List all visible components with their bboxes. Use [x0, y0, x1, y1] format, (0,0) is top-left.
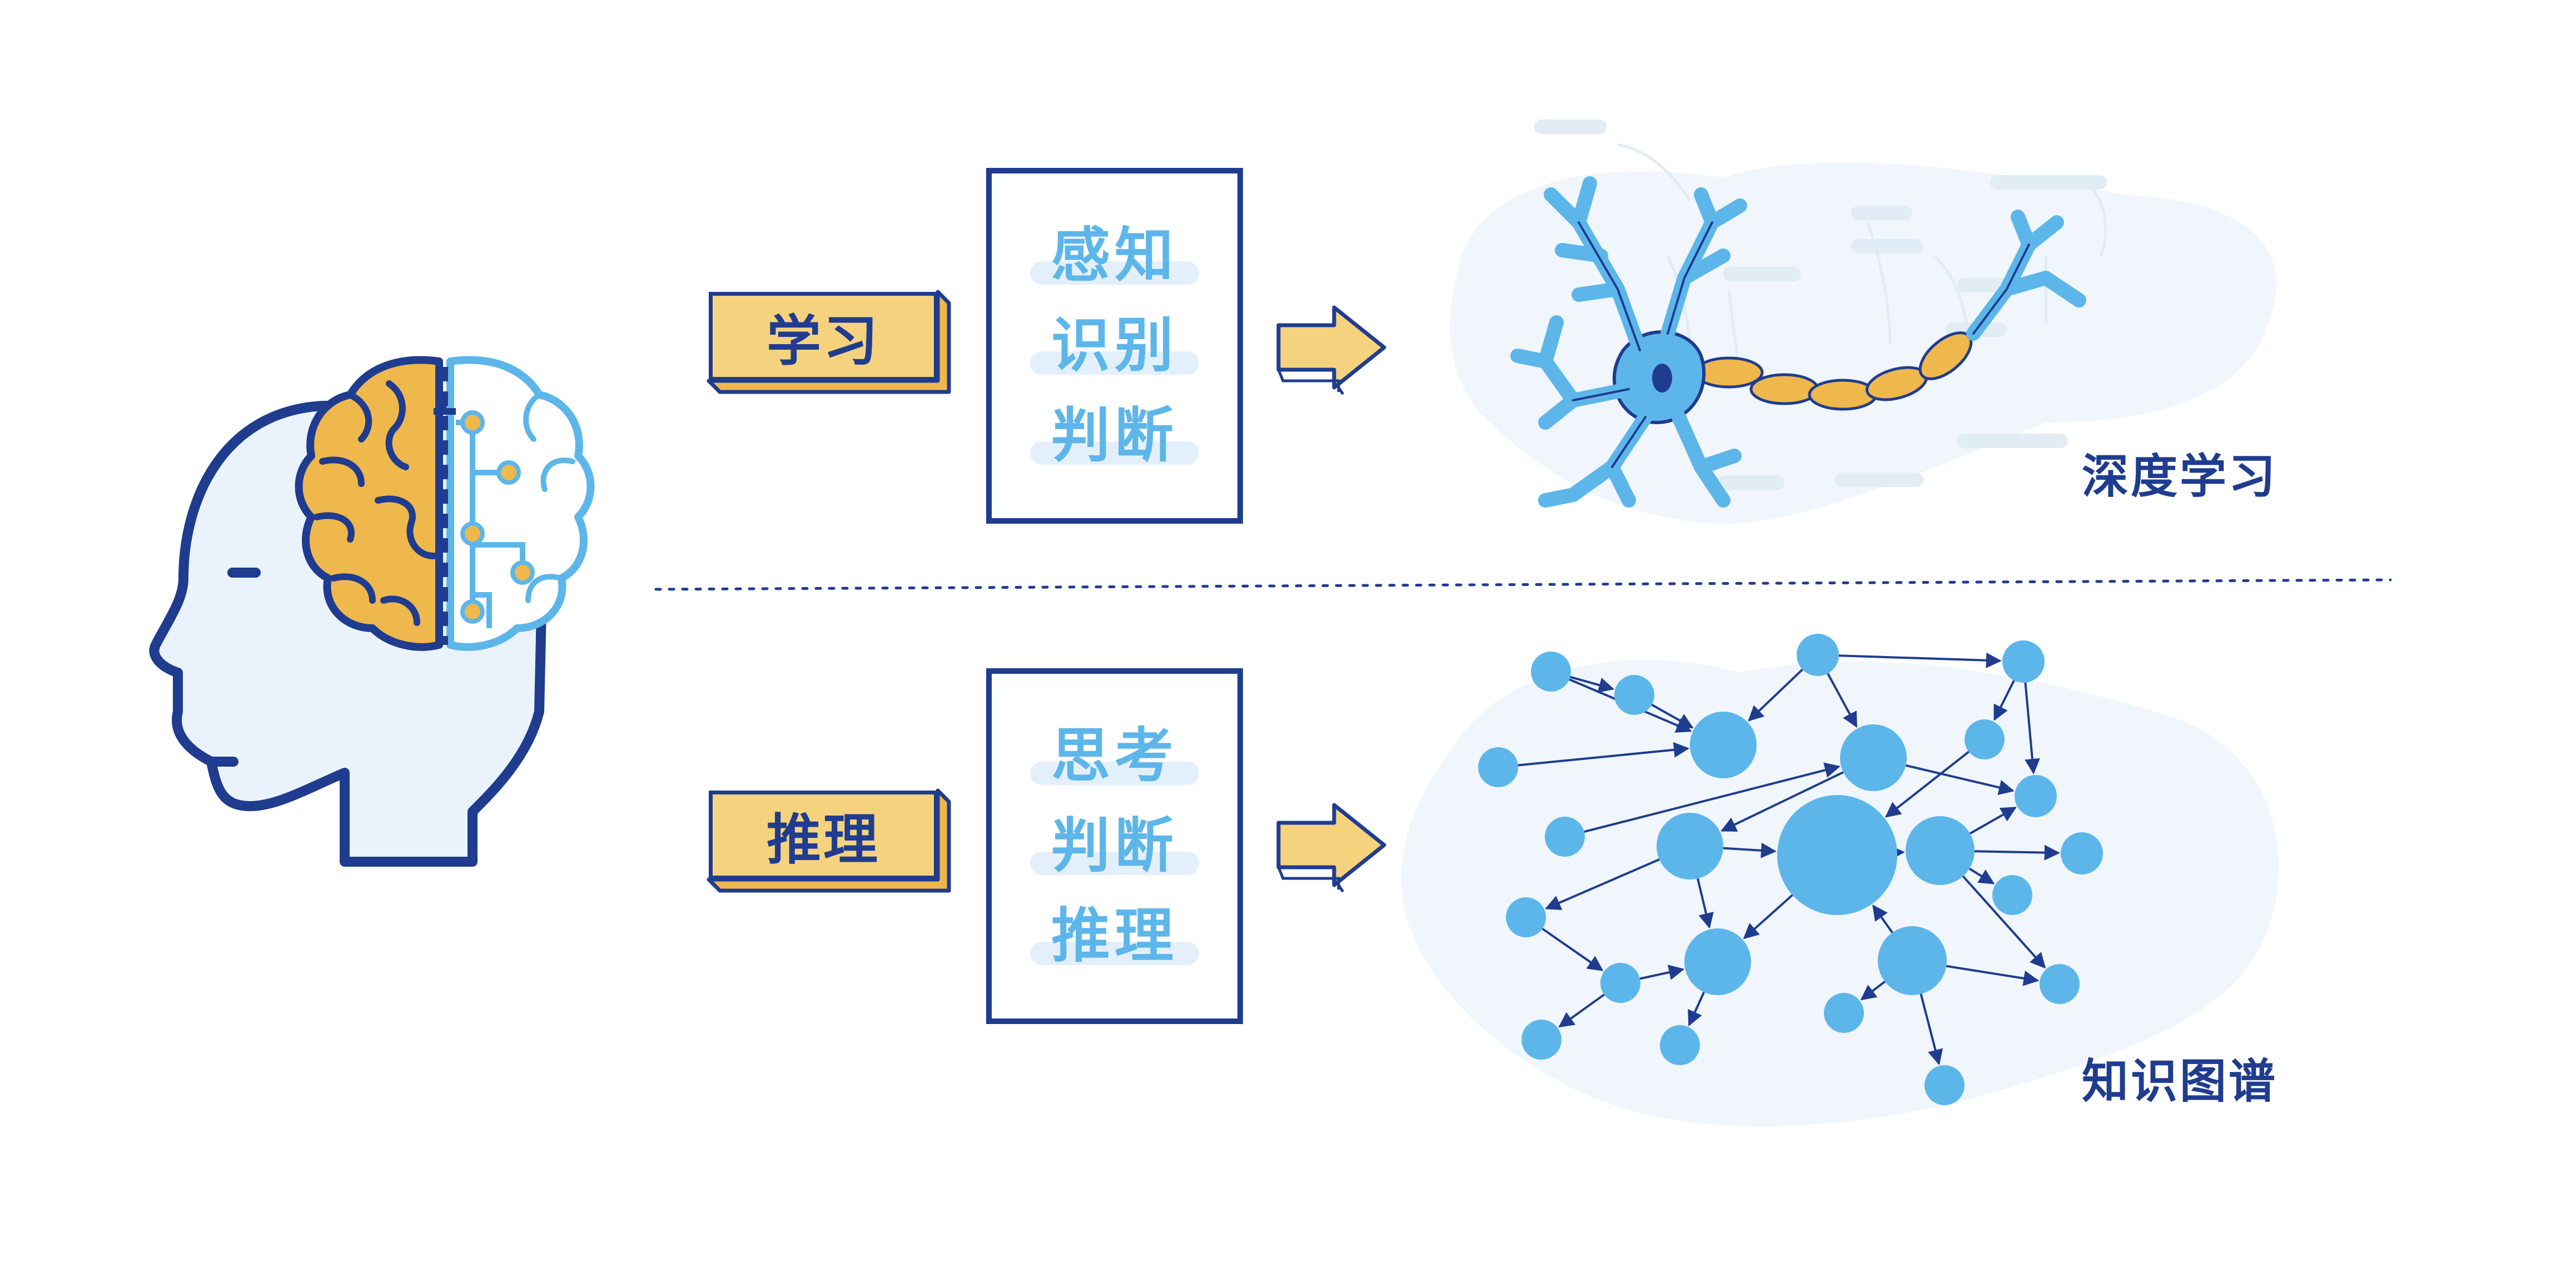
graph-edge — [1974, 844, 2060, 861]
graph-node — [1660, 1025, 1700, 1065]
graph-edge — [1688, 991, 1705, 1027]
graph-edge — [1720, 771, 1844, 832]
graph-node — [1545, 817, 1585, 857]
card-learning: 感知 识别 判断 — [986, 168, 1243, 524]
graph-edge — [1968, 867, 1995, 885]
dotted-divider — [654, 578, 2392, 591]
graph-node — [2061, 832, 2103, 874]
graph-edge — [1872, 905, 1893, 933]
graph-node — [1600, 963, 1640, 1003]
graph-edge — [1541, 927, 1604, 971]
graph-node — [1924, 1065, 1965, 1105]
graph-node — [1992, 875, 2032, 915]
graph-edge — [2024, 682, 2040, 774]
graph-node — [1657, 813, 1723, 880]
graph-edge — [1743, 894, 1793, 940]
graph-edge — [1827, 673, 1858, 728]
graph-edge — [1969, 807, 2017, 835]
graph-edge — [1651, 703, 1694, 729]
card-reasoning: 思考 判断 推理 — [986, 668, 1243, 1024]
graph-node — [1684, 928, 1751, 995]
graph-edge — [1905, 764, 2015, 796]
graph-node — [1531, 652, 1571, 692]
card-line: 判断 — [1030, 401, 1199, 470]
graph-edge — [1884, 751, 1970, 818]
graph-edge — [1860, 981, 1886, 1001]
graph-edge — [1723, 842, 1777, 858]
graph-node — [1478, 747, 1518, 787]
arrow-right-icon — [1276, 803, 1386, 893]
card-line: 感知 — [1030, 221, 1199, 290]
graph-edge — [1838, 652, 2002, 668]
graph-edge — [1639, 965, 1685, 980]
graph-node — [1614, 675, 1654, 715]
graph-edge — [1545, 858, 1660, 910]
graph-node — [1965, 719, 2005, 759]
card-line: 识别 — [1030, 311, 1199, 380]
graph-node — [1521, 1020, 1561, 1060]
graph-node — [1506, 897, 1546, 937]
graph-node — [1878, 926, 1947, 995]
label-text: 学习 — [709, 292, 938, 381]
graph-node — [2040, 964, 2080, 1004]
graph-node — [2015, 775, 2057, 817]
neuron-icon — [1450, 120, 2277, 524]
graph-edge — [1558, 993, 1605, 1028]
head-brain-icon — [149, 356, 595, 867]
label-block-reasoning: 推理 — [707, 788, 951, 893]
graph-node — [1824, 993, 1864, 1033]
graph-node — [1797, 634, 1839, 676]
card-line: 判断 — [1030, 812, 1199, 880]
graph-edge — [1570, 675, 1615, 693]
graph-node — [1840, 724, 1907, 791]
label-block-learning: 学习 — [707, 290, 951, 394]
graph-node — [1777, 795, 1897, 915]
graph-node — [2002, 640, 2045, 683]
caption-knowledge-graph: 知识图谱 — [2082, 1054, 2278, 1109]
label-text: 推理 — [709, 791, 938, 880]
knowledge-graph-icon — [1401, 634, 2279, 1127]
graph-edge — [1518, 742, 1690, 767]
graph-edge — [1584, 762, 1841, 833]
arrow-right-icon — [1276, 305, 1386, 395]
graph-node — [1906, 816, 1975, 885]
graph-edge — [1697, 878, 1714, 929]
graph-edge — [1962, 875, 2046, 969]
graph-edge — [1993, 680, 2015, 721]
graph-edge — [1919, 993, 1943, 1065]
graph-edge — [1748, 668, 1803, 722]
graph-node — [1690, 712, 1757, 778]
graph-edge — [1946, 965, 2040, 986]
card-line: 推理 — [1030, 902, 1199, 970]
caption-deep-learning: 深度学习 — [2082, 449, 2278, 504]
card-line: 思考 — [1030, 722, 1199, 790]
